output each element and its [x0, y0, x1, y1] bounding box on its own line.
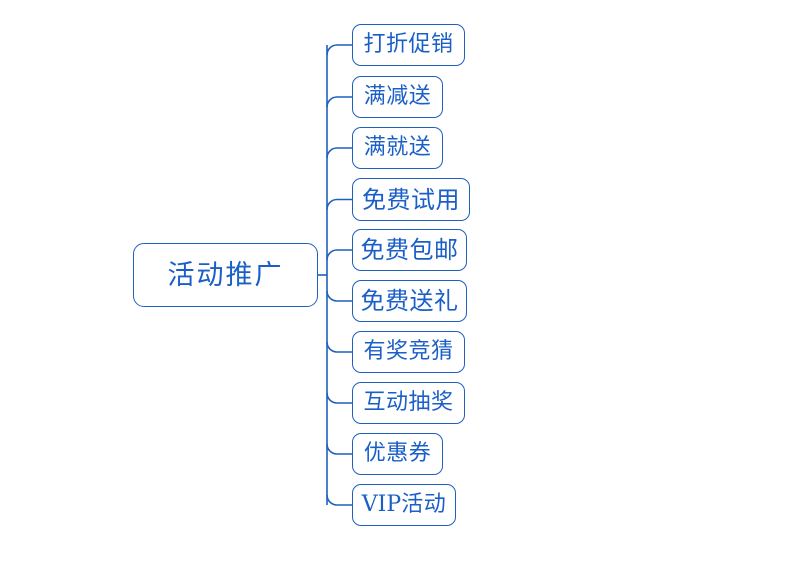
child-node-6[interactable]: 免费送礼 [352, 280, 467, 322]
node-label: 免费包邮 [360, 236, 459, 264]
child-node-9[interactable]: 优惠券 [352, 433, 443, 475]
child-node-2[interactable]: 满减送 [352, 76, 443, 118]
child-node-8[interactable]: 互动抽奖 [352, 382, 465, 424]
node-label-cjk: 活动 [401, 492, 447, 517]
node-label: 免费送礼 [360, 287, 459, 315]
node-label-latin: VIP [361, 492, 402, 517]
node-label: 免费试用 [362, 185, 460, 214]
child-node-5[interactable]: 免费包邮 [352, 229, 467, 271]
connector-branch [326, 290, 352, 302]
connector-branch [326, 494, 352, 506]
connector-branch [326, 249, 352, 261]
connector-branch [326, 44, 352, 56]
child-node-10[interactable]: VIP活动 [352, 484, 456, 526]
connector-branch [326, 341, 352, 353]
node-label: 活动推广 [167, 259, 284, 291]
child-node-7[interactable]: 有奖竞猜 [352, 331, 465, 373]
root-node[interactable]: 活动推广 [133, 243, 318, 307]
node-label: 打折促销 [363, 32, 454, 57]
connector-branch [326, 198, 352, 210]
connector-branch [326, 443, 352, 455]
node-label: 满就送 [363, 135, 432, 160]
child-node-1[interactable]: 打折促销 [352, 24, 465, 66]
node-label: 互动抽奖 [363, 390, 454, 415]
connector-branch [326, 147, 352, 159]
child-node-4[interactable]: 免费试用 [352, 178, 470, 221]
connector-branch [326, 96, 352, 108]
node-label: 有奖竞猜 [363, 339, 454, 364]
node-label: 优惠券 [363, 441, 432, 466]
connector-branch [326, 392, 352, 404]
node-label: VIP活动 [362, 494, 446, 516]
node-label: 满减送 [363, 84, 432, 109]
child-node-3[interactable]: 满就送 [352, 127, 443, 169]
